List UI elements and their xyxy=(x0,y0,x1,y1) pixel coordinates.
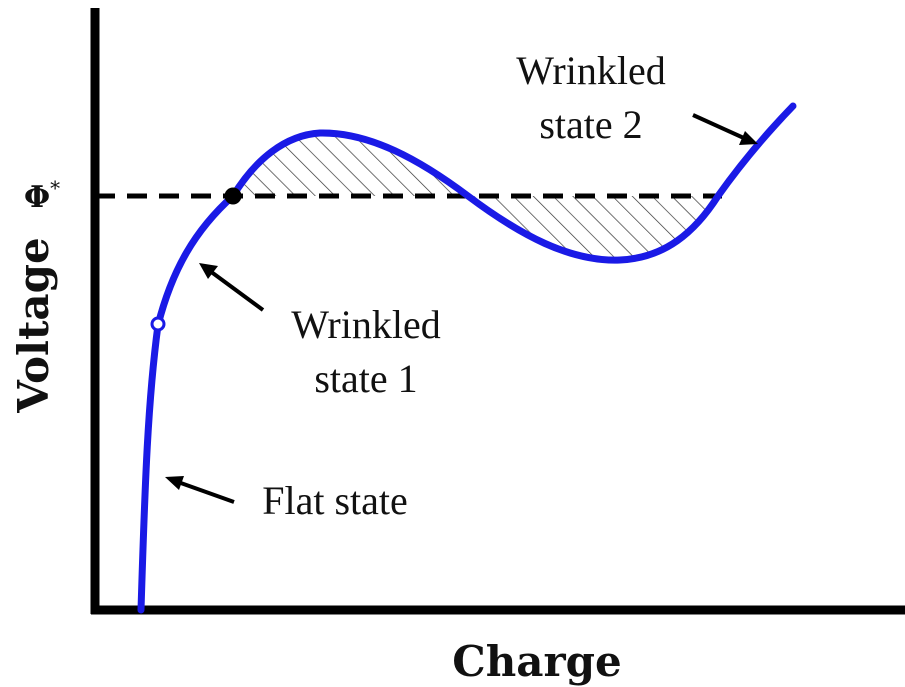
wrinkled-state-2-label-line1: Wrinkled xyxy=(516,48,665,93)
y-axis-title: Voltage xyxy=(9,237,58,413)
flat-state-label: Flat state xyxy=(262,478,408,523)
x-axis-title: Charge xyxy=(452,637,621,686)
hatched-area-lower xyxy=(468,196,718,261)
arrow-flat-state xyxy=(165,476,235,504)
voltage-curve xyxy=(137,102,797,614)
wrinkled-state-1-label-line1: Wrinkled xyxy=(291,302,440,347)
arrow-wrinkled-state-1 xyxy=(199,263,265,312)
wrinkled-state-1-label-line2: state 1 xyxy=(314,356,417,401)
arrow-wrinkled-state-2 xyxy=(692,113,758,145)
wrinkled-state-2-label-line2: state 2 xyxy=(539,102,642,147)
transition-point-open xyxy=(150,316,166,332)
hatched-area-upper xyxy=(233,132,468,196)
phi-star-intersection-point xyxy=(224,187,242,205)
phi-star-label: Φ* xyxy=(24,176,60,215)
